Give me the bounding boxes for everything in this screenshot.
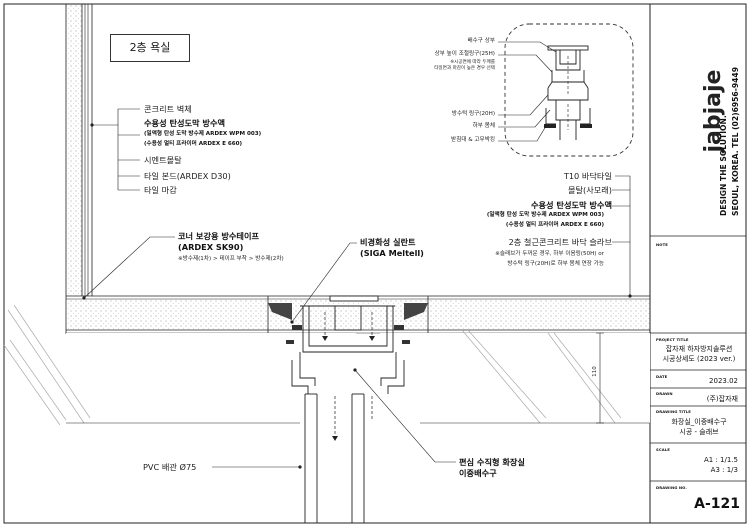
label-waterproof-sub1-left: (일액형 탄성 도막 방수제 ARDEX WPM 003) [144,131,262,137]
label-drain-top: 배수구 상부 [467,38,495,44]
label-waterproof-sub1-right: (일액형 탄성 도막 방수제 ARDEX WPM 003) [486,212,604,218]
wall-section [65,4,93,334]
label-waterproof-title-left: 수용성 탄성도막 방수액 [144,118,226,128]
label-slab: 2층 철근콘크리트 바닥 슬라브 [508,237,612,247]
label-waterproof-ring: 방수턱 링구(20H) [451,111,495,117]
label-waterproof-sub2-right: (수용성 멀티 프라이머 ARDEX E 660) [505,222,604,228]
leader-lines [83,41,631,468]
drain-side [267,296,429,333]
label-waterproof-sub2-left: (수용성 멀티 프라이머 ARDEX E 660) [144,141,243,147]
drawing-number: A-121 [694,496,740,512]
label-height-ring-note1: ※시공면에 따라 두께를 [450,60,495,65]
scale-label: SCALE [656,447,670,452]
leader-dots [82,123,632,469]
label-drain-title2: 이중배수구 [459,468,497,478]
label-lower-body: 하부 몸체 [472,123,495,129]
drawn-value: (주)잡자재 [706,395,738,403]
date-value: 2023.02 [709,377,738,385]
label-slab-note1: ※슬래브가 두꺼운 경우, 하부 이음링(50H) or [495,251,604,257]
sheet-border [3,3,747,524]
room-label: 2층 욕실 [110,34,190,62]
project-title-label: PROJECT TITLE [656,337,689,342]
label-tile-finish: 타일 마감 [144,185,177,195]
drain-assembly [291,295,405,523]
slab-section [3,304,650,426]
drawing-title-label: DRAWING TITLE [656,409,691,414]
label-slab-note2: 방수턱 링구(20H)로 하부 몸체 연장 가능 [507,261,604,267]
drawing-title-line2: 시공 - 슬래브 [679,428,719,436]
label-cement-mortar: 시멘트몰탈 [144,155,182,165]
drawing-title-line1: 화장실_이중배수구 [671,418,727,426]
label-floor-tile: T10 바닥타일 [563,171,612,181]
note-label: NOTE [656,242,668,247]
project-title-line2: 시공상세도 (2023 ver.) [662,355,736,363]
sealant-packing [268,303,428,344]
project-title-line1: 잡자재 하자방지솔루션 [665,345,733,353]
label-tile-bond: 타일 본드(ARDEX D30) [144,171,231,181]
floor-layers [66,295,650,334]
label-sealant-product: (SIGA Meltell) [360,248,424,258]
label-corner-tape-product: (ARDEX SK90) [178,242,244,252]
drawn-label: DRAWN [656,391,673,396]
label-corner-tape-note: ※방수제(1차) > 테이프 부착 > 방수제(2차) [178,256,284,262]
label-height-ring-note2: 타일면과 마감이 높은 경우 선택 [434,66,495,71]
label-height-ring: 상부 높이 조절링구(25H) [434,51,495,57]
detail-bubble [504,23,634,157]
label-corner-tape-title: 코너 보강용 방수테이프 [178,231,260,241]
label-support-packing: 받침대 & 고무박킹 [451,137,495,143]
label-sealant-title: 비경화성 실란트 [360,237,416,247]
scale-a3: A3 : 1/3 [710,466,738,474]
label-waterproof-title-right: 수용성 탄성도막 방수액 [530,200,612,210]
date-label: DATE [656,374,668,379]
label-drain-title1: 편심 수직형 화장실 [459,457,525,467]
scale-a1: A1 : 1/1.5 [704,456,738,464]
dimension [596,332,604,424]
label-pvc-pipe: PVC 배관 Ø75 [143,462,197,472]
drawing-no-label: DRAWING NO. [656,485,687,490]
label-mortar-sand: 몰탈(사모래) [567,185,612,195]
label-concrete-wall: 콘크리트 벽체 [144,104,192,114]
